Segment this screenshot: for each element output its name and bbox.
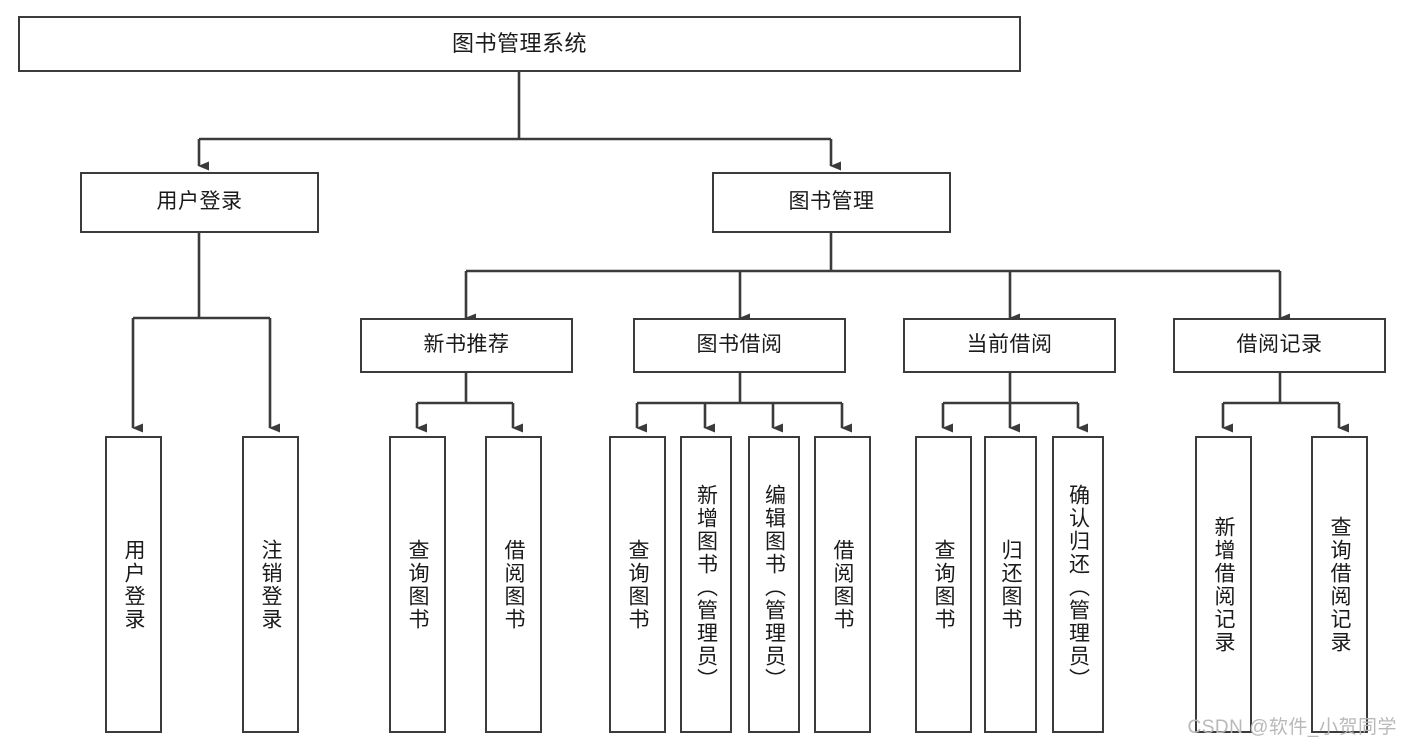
node-leaf-query-borrow-record[interactable]: 查询借阅记录 — [1311, 436, 1368, 733]
node-new-book-recommend[interactable]: 新书推荐 — [360, 318, 573, 373]
node-book-borrow[interactable]: 图书借阅 — [633, 318, 846, 373]
node-leaf-user-login[interactable]: 用户登录 — [105, 436, 162, 733]
node-leaf-borrow-book[interactable]: 借阅图书 — [814, 436, 871, 733]
csdn-watermark: CSDN @软件_小贺同学 — [1187, 717, 1397, 738]
node-label: 确认归还（管理员） — [1066, 484, 1090, 691]
node-label: 编辑图书（管理员） — [762, 484, 786, 691]
node-label: 借阅图书 — [831, 538, 854, 631]
node-leaf-return-book[interactable]: 归还图书 — [984, 436, 1037, 733]
node-leaf-logout[interactable]: 注销登录 — [242, 436, 299, 733]
node-label: 借阅记录 — [1236, 333, 1323, 357]
node-root-book-management-system[interactable]: 图书管理系统 — [18, 16, 1021, 72]
node-label: 用户登录 — [122, 538, 145, 631]
node-borrow-record[interactable]: 借阅记录 — [1173, 318, 1386, 373]
node-label: 图书管理系统 — [451, 31, 587, 57]
node-leaf-edit-book-admin[interactable]: 编辑图书（管理员） — [748, 436, 800, 733]
node-label: 图书管理 — [788, 190, 875, 214]
node-label: 归还图书 — [999, 538, 1022, 631]
node-label: 查询图书 — [406, 538, 429, 631]
node-label: 新增借阅记录 — [1212, 515, 1235, 654]
node-label: 图书借阅 — [696, 333, 783, 357]
node-leaf-query-book-recommend[interactable]: 查询图书 — [389, 436, 446, 733]
node-leaf-query-book-current[interactable]: 查询图书 — [915, 436, 972, 733]
node-label: 用户登录 — [156, 190, 243, 214]
node-leaf-add-borrow-record[interactable]: 新增借阅记录 — [1195, 436, 1252, 733]
node-user-login[interactable]: 用户登录 — [80, 172, 319, 233]
node-label: 注销登录 — [259, 538, 282, 631]
node-leaf-borrow-book-recommend[interactable]: 借阅图书 — [485, 436, 542, 733]
node-label: 新书推荐 — [423, 333, 510, 357]
node-label: 当前借阅 — [966, 333, 1053, 357]
node-leaf-query-book-borrow[interactable]: 查询图书 — [609, 436, 666, 733]
node-leaf-add-book-admin[interactable]: 新增图书（管理员） — [680, 436, 732, 733]
node-label: 查询图书 — [932, 538, 955, 631]
node-label: 查询图书 — [626, 538, 649, 631]
node-label: 借阅图书 — [502, 538, 525, 631]
node-label: 新增图书（管理员） — [694, 484, 718, 691]
node-book-management[interactable]: 图书管理 — [712, 172, 951, 233]
node-current-borrow[interactable]: 当前借阅 — [903, 318, 1116, 373]
node-label: 查询借阅记录 — [1328, 515, 1351, 654]
node-leaf-confirm-return-admin[interactable]: 确认归还（管理员） — [1052, 436, 1104, 733]
